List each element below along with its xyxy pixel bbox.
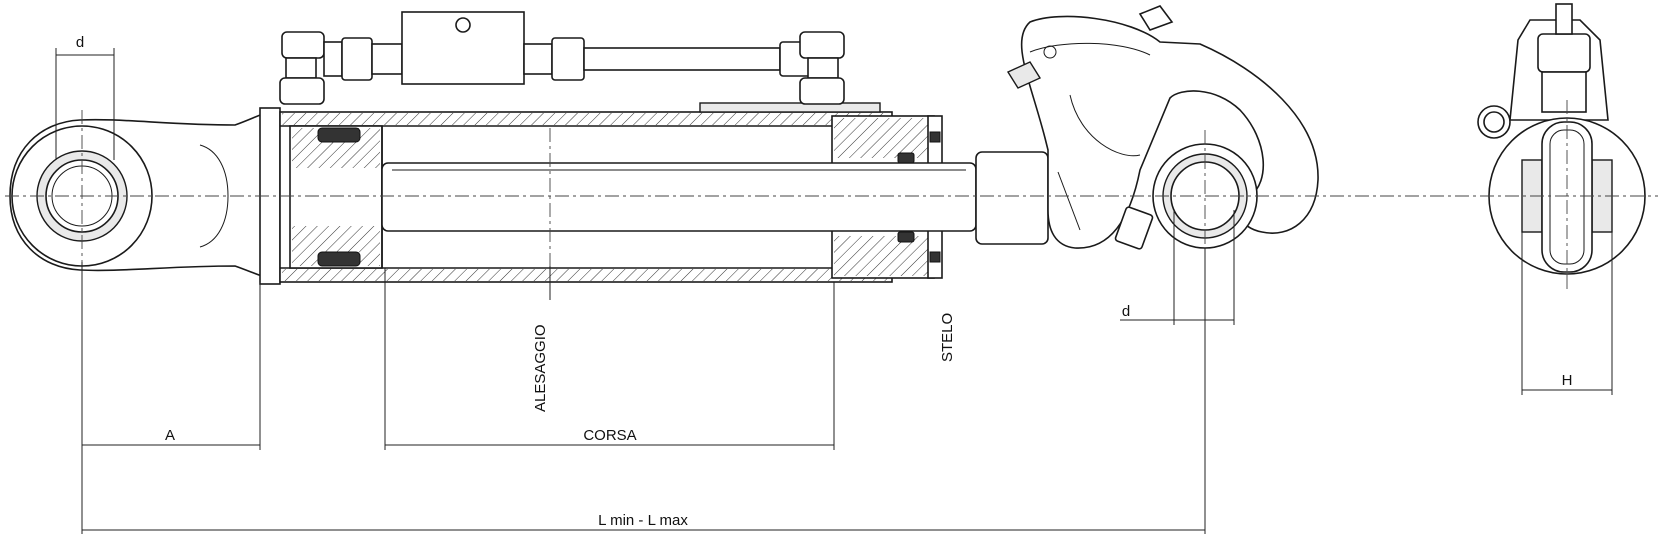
dim-label-d-top: d	[76, 34, 84, 51]
quick-hook-end	[1006, 5, 1319, 250]
lock-valve-assembly	[279, 11, 845, 105]
dim-label-l-range: L min - L max	[598, 512, 688, 529]
dim-label-h: H	[1562, 372, 1573, 389]
dim-label-stelo: STELO	[939, 313, 956, 362]
centre-lines	[5, 100, 1658, 290]
dim-label-alesaggio: ALESAGGIO	[532, 324, 549, 412]
left-eye-end	[9, 110, 276, 280]
dim-label-d-right: d	[1122, 303, 1130, 320]
dimension-lines	[55, 48, 1613, 534]
piston-rod	[381, 151, 1049, 245]
dim-label-corsa: CORSA	[583, 427, 636, 444]
dim-label-a: A	[165, 427, 175, 444]
side-view	[1477, 3, 1646, 275]
